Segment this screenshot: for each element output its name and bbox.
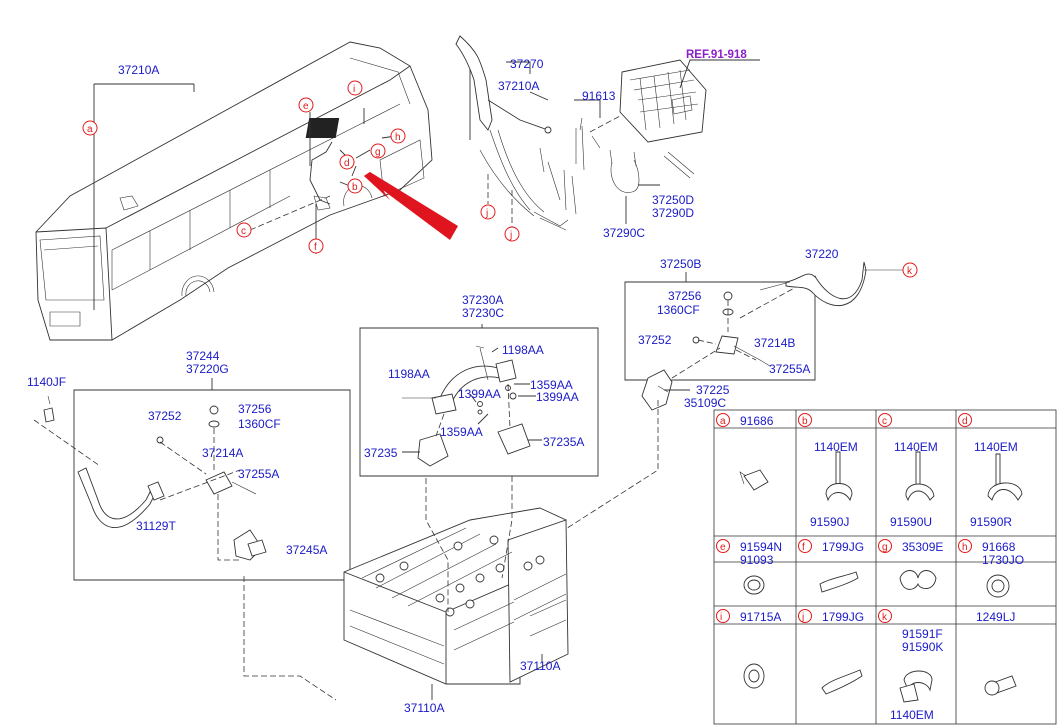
part-label: 1360CF: [238, 417, 281, 431]
table-part-code: 1730JO: [982, 553, 1024, 567]
part-label: 1198AA: [388, 367, 430, 381]
part-label: 37220G: [186, 362, 229, 376]
callout-e: e: [303, 101, 309, 112]
table-callout-circle: [958, 539, 972, 553]
part-label: 35109C: [684, 396, 726, 410]
callout-c: c: [241, 226, 246, 237]
callout-d: d: [344, 158, 350, 169]
part-label: 1399AA: [458, 387, 501, 401]
part-label: 37270: [510, 57, 544, 71]
part-label: 37255A: [238, 467, 279, 481]
part-label: 37290D: [652, 206, 694, 220]
table-part-code: 91591F: [902, 627, 943, 641]
table-part-code: 1140EM: [974, 440, 1018, 454]
table-callout-circle: [798, 413, 812, 427]
table-part-code: 91686: [740, 414, 774, 428]
table-callout-circle: [958, 413, 972, 427]
part-label: 37250D: [652, 193, 694, 207]
table-callout-circle: [716, 539, 730, 553]
callout-i: i: [353, 84, 355, 95]
part-label: 37235A: [543, 435, 584, 449]
table-part-code: 1249LJ: [976, 610, 1015, 624]
ref-label: REF.91-918: [686, 49, 747, 61]
part-label: 37210A: [118, 63, 159, 77]
table-callout-circle: [878, 539, 892, 553]
part-label: 1198AA: [502, 343, 544, 357]
fuse-box-assembly: [619, 59, 707, 143]
table-callout-e: e: [720, 542, 726, 553]
table-callout-j: j: [801, 612, 804, 623]
part-label: 37230A: [462, 293, 503, 307]
callout-g: g: [375, 147, 381, 158]
table-callout-g: g: [882, 542, 888, 553]
table-part-code: 91594N: [740, 540, 782, 554]
part-label: 37220: [805, 247, 839, 261]
part-label: 37255A: [769, 362, 810, 376]
table-part-code-bottom: 91590U: [890, 515, 932, 529]
part-label: 37210A: [498, 79, 539, 93]
part-label: 1360CF: [657, 303, 700, 317]
table-text: a 91686 b 1140EM 91590J c 1140EM 91590U d 1140EM 9…: [716, 413, 1024, 722]
table-part-code: 91590K: [902, 640, 943, 654]
part-label: 31129T: [136, 519, 176, 533]
part-label: 37244: [186, 349, 220, 363]
battery-pair: [343, 507, 569, 685]
table-callout-circle: [716, 413, 730, 427]
table-part-code: 35309E: [902, 540, 943, 554]
callout-a: a: [87, 124, 93, 135]
table-part-code: 1140EM: [894, 440, 938, 454]
callout-b: b: [352, 182, 358, 193]
part-label: 91613: [582, 89, 616, 103]
table-callout-circle: [878, 609, 892, 623]
callout-j: j: [485, 208, 488, 219]
part-label: 37250B: [660, 257, 701, 271]
table-callout-k: k: [882, 612, 888, 623]
part-label: 37256: [238, 402, 272, 416]
part-label: 37252: [638, 333, 672, 347]
table-callout-circle: [798, 609, 812, 623]
part-label: 37214B: [754, 336, 795, 350]
part-label: 1359AA: [530, 378, 573, 392]
part-label: 37110A: [520, 659, 560, 673]
part-label: 1359AA: [440, 425, 483, 439]
part-label: 37252: [148, 409, 182, 423]
table-callout-circle: [798, 539, 812, 553]
callout-j: j: [509, 230, 512, 241]
callout-k: k: [907, 266, 913, 277]
table-part-code-bottom: 91590J: [810, 515, 849, 529]
table-callout-circle: [878, 413, 892, 427]
table-part-code-bottom: 1140EM: [890, 708, 934, 722]
table-callout-d: d: [962, 416, 968, 427]
part-label: 37256: [668, 289, 702, 303]
table-part-code-bottom: 91590R: [970, 515, 1012, 529]
part-label: 37235: [364, 446, 398, 460]
table-part-code: 1799JG: [822, 610, 864, 624]
table-part-code: 1799JG: [822, 540, 864, 554]
table-part-code: 91093: [740, 553, 774, 567]
fastener-table: [713, 409, 1057, 725]
table-part-code: 1140EM: [814, 440, 858, 454]
table-part-code: 91668: [982, 540, 1016, 554]
table-part-code: 91715A: [740, 610, 781, 624]
table-callout-a: a: [720, 416, 726, 427]
bus-illustration: [35, 41, 458, 341]
part-label: 37230C: [462, 306, 504, 320]
part-label: 37110A: [404, 701, 444, 715]
part-label: 37214A: [202, 446, 243, 460]
callout-h: h: [395, 132, 401, 143]
table-callout-i: i: [720, 612, 722, 623]
callout-f: f: [314, 242, 317, 253]
part-label: 1399AA: [536, 390, 579, 404]
table-callout-c: c: [882, 416, 887, 427]
part-label: 37225: [696, 383, 730, 397]
part-label: 37290C: [603, 226, 645, 240]
part-label: 37245A: [286, 543, 327, 557]
table-callout-h: h: [962, 542, 968, 553]
part-label: 1140JF: [27, 375, 66, 389]
table-callout-circle: [716, 609, 730, 623]
table-callout-b: b: [802, 416, 808, 427]
table-callout-f: f: [802, 542, 805, 553]
